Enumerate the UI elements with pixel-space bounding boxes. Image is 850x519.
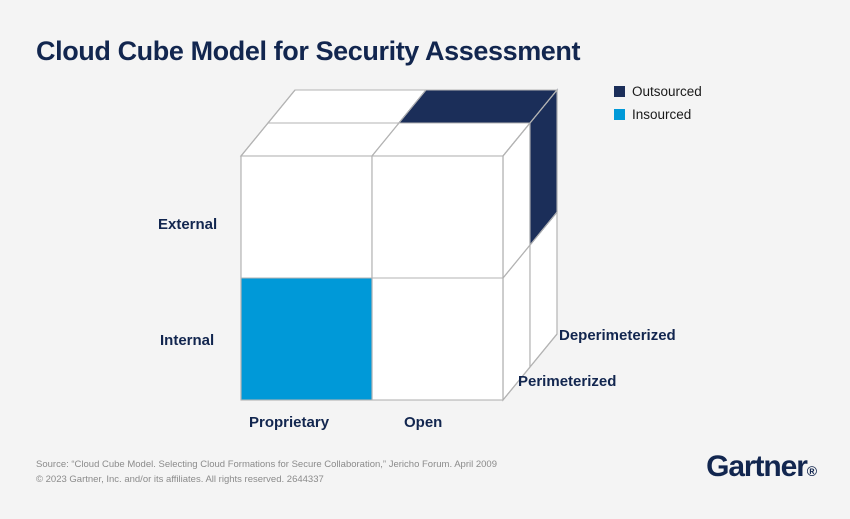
gartner-logo-text: Gartner [706, 450, 808, 483]
cube-cell-front-top-right [371, 155, 504, 279]
axis-label-external: External [158, 216, 218, 233]
footer-copyright-line: © 2023 Gartner, Inc. and/or its affiliat… [36, 473, 324, 485]
cube-cell-front-bottom-right [371, 277, 504, 401]
cube-cell-top-back-right-outsourced [397, 89, 559, 124]
legend: Outsourced Insourced [614, 80, 814, 126]
footer-source: Source: “Cloud Cube Model. Selecting Clo… [36, 458, 497, 487]
legend-swatch-insourced [614, 109, 625, 120]
page-title: Cloud Cube Model for Security Assessment [36, 36, 581, 66]
cube-cell-top-back-left [266, 89, 428, 124]
footer-source-line: Source: “Cloud Cube Model. Selecting Clo… [36, 459, 497, 470]
gartner-registered-mark: ® [806, 463, 817, 479]
cube-cell-top-front-left [239, 122, 401, 157]
cube-cell-front-top-left [240, 155, 373, 279]
cube-cell-front-bottom-left-insourced [240, 277, 373, 401]
legend-item-insourced: Insourced [614, 103, 814, 126]
legend-swatch-outsourced [614, 86, 625, 97]
legend-label-outsourced: Outsourced [632, 83, 702, 99]
axis-label-proprietary: Proprietary [249, 414, 330, 431]
cube-cell-top-front-right [370, 122, 532, 157]
legend-label-insourced: Insourced [632, 106, 692, 122]
gartner-logo: Gartner® [706, 450, 817, 483]
axis-label-internal: Internal [160, 332, 215, 349]
legend-item-outsourced: Outsourced [614, 80, 814, 103]
axis-label-deperimeterized: Deperimeterized [559, 327, 676, 344]
axis-label-open: Open [404, 414, 443, 431]
axis-label-perimeterized: Perimeterized [518, 373, 617, 390]
